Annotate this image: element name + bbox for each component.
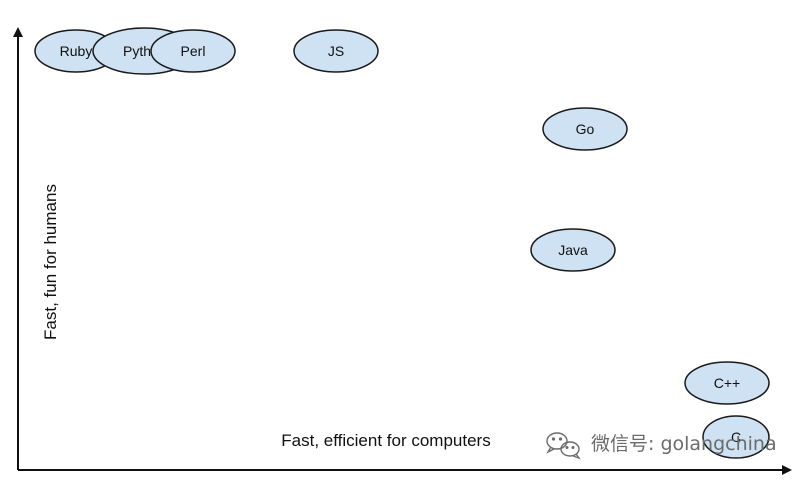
node-c-label: C — [731, 429, 741, 445]
node-c-shape — [702, 415, 770, 459]
node-go-label: Go — [576, 121, 595, 137]
y-axis-label: Fast, fun for humans — [41, 184, 60, 340]
wechat-icon — [546, 432, 581, 460]
node-java-label: Java — [558, 242, 588, 258]
watermark-text: 微信号: golangchina — [591, 433, 777, 455]
node-cpp-shape — [684, 361, 770, 405]
node-perl-label: Perl — [181, 43, 206, 59]
x-axis-label: Fast, efficient for computers — [281, 431, 490, 450]
node-go-shape — [542, 107, 628, 151]
node-js-label: JS — [328, 43, 344, 59]
node-cpp: C++ — [684, 361, 770, 405]
node-ruby: Ruby — [34, 29, 118, 73]
node-perl-shape — [150, 29, 236, 73]
node-ruby-label: Ruby — [60, 43, 93, 59]
node-c: C — [702, 415, 770, 459]
watermark: 微信号: golangchina — [546, 432, 777, 460]
node-java-shape — [530, 228, 616, 272]
node-perl: Perl — [150, 29, 236, 73]
node-java: Java — [530, 228, 616, 272]
node-js: JS — [293, 29, 379, 73]
node-cpp-label: C++ — [714, 375, 740, 391]
node-go: Go — [542, 107, 628, 151]
node-js-shape — [293, 29, 379, 73]
node-python-label: Pyth — [123, 43, 151, 59]
